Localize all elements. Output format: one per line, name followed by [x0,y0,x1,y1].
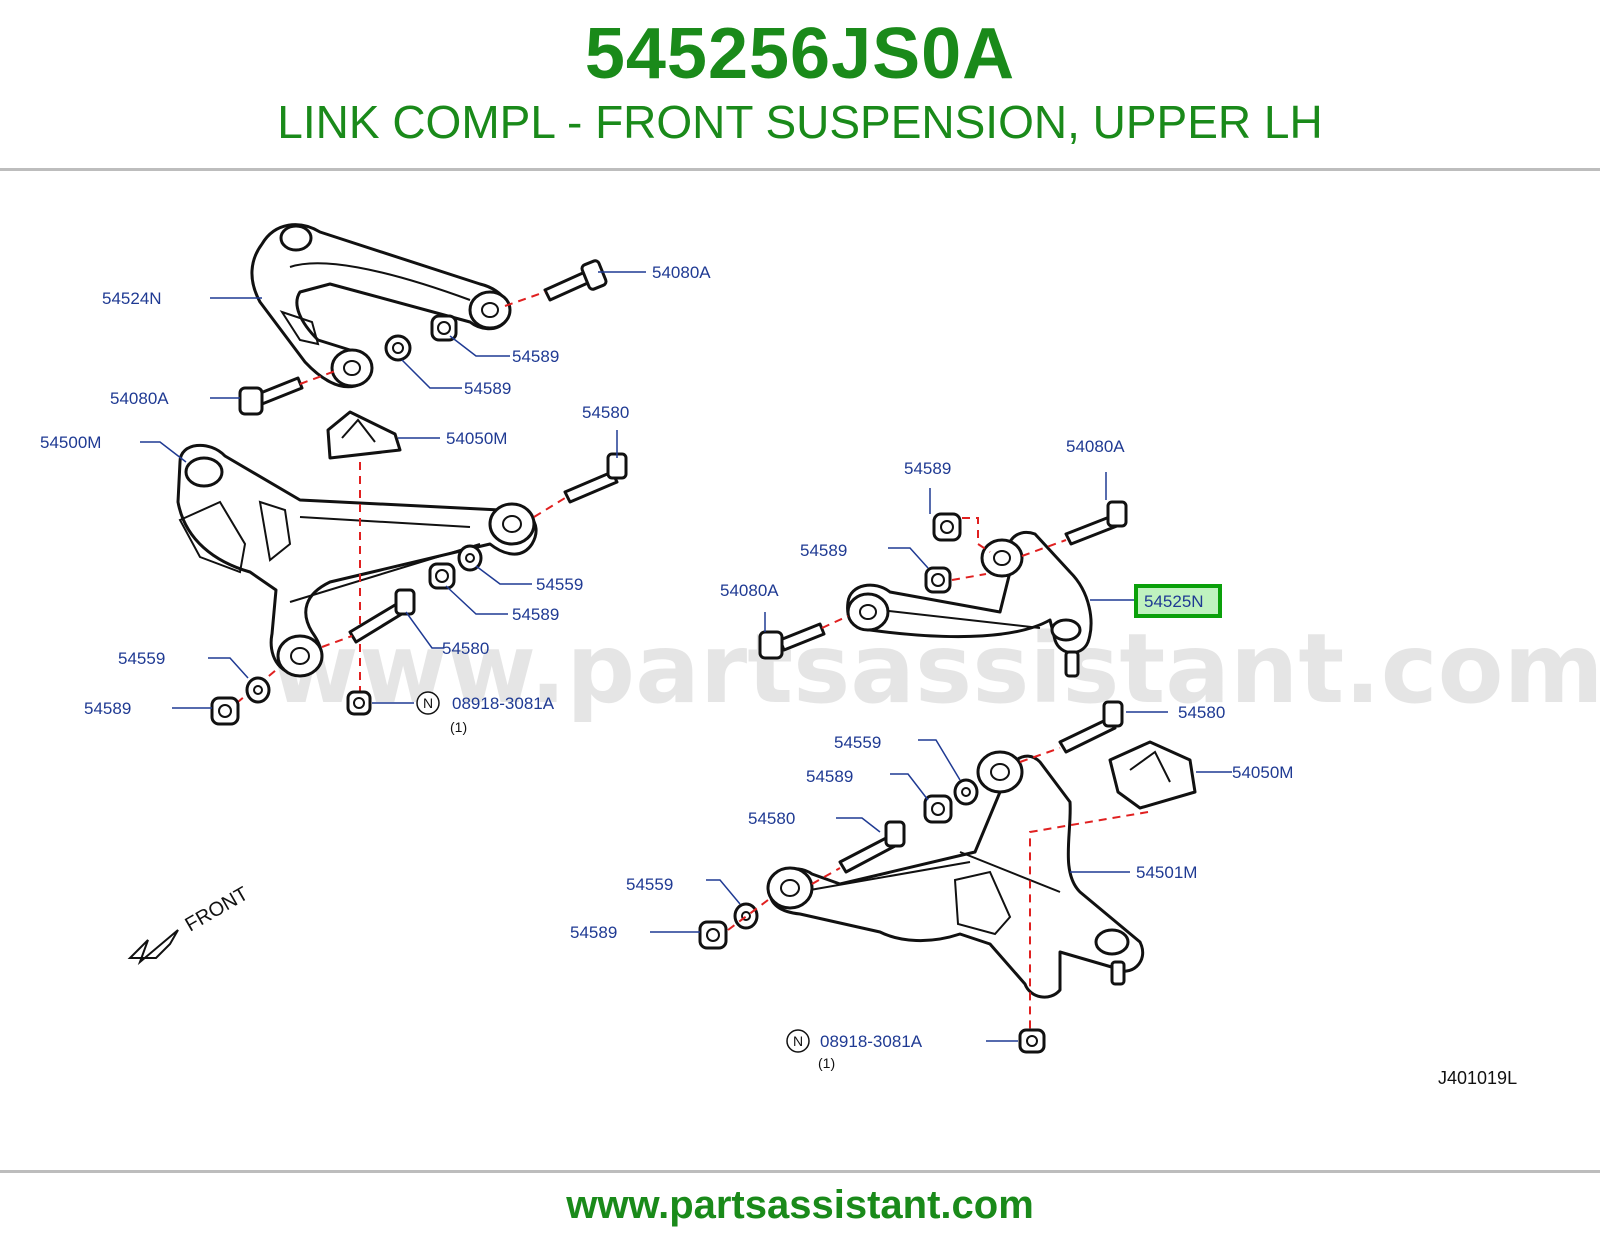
n-circle-letter: N [793,1033,803,1049]
label-54589-right-mid[interactable]: 54589 [806,767,853,786]
bolt-54080a-right-left[interactable] [758,622,826,660]
label-54580-left-top[interactable]: 54580 [582,403,629,422]
label-54050m-left[interactable]: 54050M [446,429,507,448]
washer-54559-right-low[interactable] [733,902,759,930]
drawing-code: J401019L [1438,1068,1517,1088]
label-54559-right-low[interactable]: 54559 [626,875,673,894]
nut-08918-right[interactable] [1018,1028,1046,1054]
front-direction-indicator: FRONT [127,883,253,966]
bump-stopper-54050m-left[interactable] [326,410,402,460]
nut-08918-left[interactable] [346,690,372,716]
front-arrow-icon [127,929,179,966]
label-54580-left-mid[interactable]: 54580 [442,639,489,658]
label-54080a-right-top[interactable]: 54080A [1066,437,1125,456]
bolt-54080a-right-top[interactable] [1064,500,1128,546]
n-circle-letter: N [423,695,433,711]
bump-stopper-54050m-right[interactable] [1108,740,1197,810]
label-54525n-highlighted[interactable]: 54525N [1144,592,1204,611]
nut-54589-left-low[interactable] [210,696,240,726]
label-54589-right-second[interactable]: 54589 [800,541,847,560]
label-54589-left-low[interactable]: 54589 [84,699,131,718]
washer-54559-left-mid[interactable] [457,544,483,572]
label-54580-right-mid[interactable]: 54580 [748,809,795,828]
part-title: LINK COMPL - FRONT SUSPENSION, UPPER LH [277,96,1323,148]
label-54080a-lower[interactable]: 54080A [110,389,169,408]
upper-arm-54524n-drawing[interactable] [250,223,512,389]
highlight-box [1134,584,1222,618]
part-number: 545256JS0A [584,14,1016,94]
washer-54559-right-top[interactable] [953,778,979,806]
nut-54589-right-top[interactable] [932,512,962,542]
n-circle-icon [416,691,440,715]
label-54559-left-low[interactable]: 54559 [118,649,165,668]
label-54589-upper-a[interactable]: 54589 [512,347,559,366]
label-54589-right-low[interactable]: 54589 [570,923,617,942]
bolt-54580-left-top[interactable] [563,452,628,504]
label-08918-3081a-left[interactable]: 08918-3081A [452,694,555,713]
nut-54589-right-second[interactable] [924,566,952,594]
label-54080a-upper[interactable]: 54080A [652,263,711,282]
nut-54589-left-mid[interactable] [428,562,456,590]
quantity-right: (1) [818,1055,835,1071]
label-54559-left-mid[interactable]: 54559 [536,575,583,594]
lower-arm-54500m-drawing[interactable] [176,443,538,678]
nut-54589-right-low[interactable] [698,920,728,950]
label-54050m-right[interactable]: 54050M [1232,763,1293,782]
label-54589-right-top[interactable]: 54589 [904,459,951,478]
bolt-54580-right-mid[interactable] [838,820,906,874]
washer-54559-left-low[interactable] [245,676,271,704]
label-54559-right-top[interactable]: 54559 [834,733,881,752]
page-header: 545256JS0A LINK COMPL - FRONT SUSPENSION… [0,0,1600,170]
footer-website-link[interactable]: www.partsassistant.com [566,1183,1034,1227]
quantity-left: (1) [450,719,467,735]
label-54580-right-top[interactable]: 54580 [1178,703,1225,722]
label-54589-upper-b[interactable]: 54589 [464,379,511,398]
n-circle-icon [786,1029,810,1053]
footer-divider [0,1170,1600,1173]
bolt-54580-left-mid[interactable] [348,588,416,644]
header-divider [0,168,1600,171]
diagram-canvas: www.partsassistant.com [40,223,1600,1088]
bolt-54080a-upper-left[interactable] [543,259,608,302]
label-08918-3081a-right[interactable]: 08918-3081A [820,1032,923,1051]
label-54524n[interactable]: 54524N [102,289,162,308]
lower-arm-54501m-drawing[interactable] [766,750,1145,999]
exploded-parts-diagram: www.partsassistant.com [0,172,1600,1168]
nut-54589-right-mid[interactable] [923,794,953,824]
label-54080a-right-left[interactable]: 54080A [720,581,779,600]
label-54500m[interactable]: 54500M [40,433,101,452]
label-54501m[interactable]: 54501M [1136,863,1197,882]
front-label: FRONT [182,883,253,936]
label-54589-left-mid[interactable]: 54589 [512,605,559,624]
washer-54589-b[interactable] [384,334,412,362]
washer-54589-a[interactable] [430,314,458,342]
upper-arm-54525n-drawing[interactable] [846,531,1093,678]
bolt-54080a-lower-left[interactable] [238,376,304,416]
bolt-54580-right-top[interactable] [1058,700,1124,754]
leader-lines [140,271,1232,1042]
